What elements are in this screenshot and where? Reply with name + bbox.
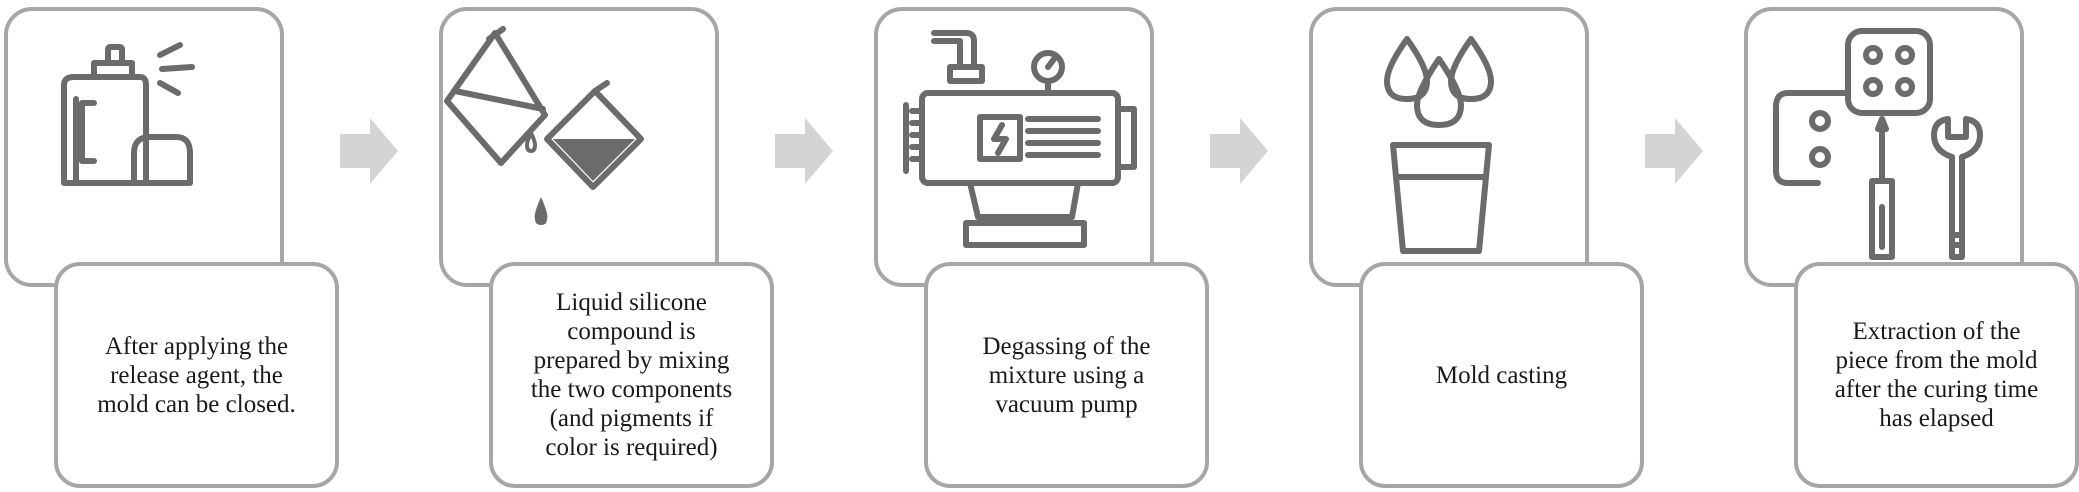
arrow-right-icon — [1645, 118, 1703, 184]
vacuum-pump-icon — [903, 30, 1137, 248]
step-2: Liquid silicone compound is prepared by … — [439, 0, 779, 492]
step-1-text: After applying the release agent, the mo… — [97, 332, 296, 418]
step-4-text: Mold casting — [1435, 361, 1568, 389]
arrow-right-icon — [775, 118, 833, 184]
step-3-description: Degassing of the mixture using a vacuum … — [924, 262, 1209, 488]
step-3-text: Degassing of the mixture using a vacuum … — [982, 332, 1151, 418]
arrow-right-icon — [1210, 118, 1268, 184]
step-5-description: Extraction of the piece from the mold af… — [1794, 262, 2079, 488]
mixing-beakers-icon — [444, 26, 644, 225]
step-2-text: Liquid silicone compound is prepared by … — [530, 289, 733, 461]
step-2-description: Liquid silicone compound is prepared by … — [489, 262, 774, 488]
step-3: Degassing of the mixture using a vacuum … — [874, 0, 1214, 492]
step-4: Mold casting — [1309, 0, 1649, 492]
step-1: After applying the release agent, the mo… — [4, 0, 344, 492]
step-4-icon-box — [1309, 7, 1589, 287]
step-5-text: Extraction of the piece from the mold af… — [1834, 318, 2039, 432]
dice-and-tools-icon — [1773, 28, 1983, 260]
step-4-description: Mold casting — [1359, 262, 1644, 488]
arrow-right-icon — [340, 118, 398, 184]
step-5-icon-box — [1744, 7, 2024, 287]
step-3-icon-box — [874, 7, 1154, 287]
step-1-description: After applying the release agent, the mo… — [54, 262, 339, 488]
step-1-icon-box — [4, 7, 284, 287]
drops-and-glass-icon — [1384, 36, 1494, 254]
step-5: Extraction of the piece from the mold af… — [1744, 0, 2079, 492]
step-2-icon-box — [439, 7, 719, 287]
spray-bottle-icon — [61, 42, 195, 186]
